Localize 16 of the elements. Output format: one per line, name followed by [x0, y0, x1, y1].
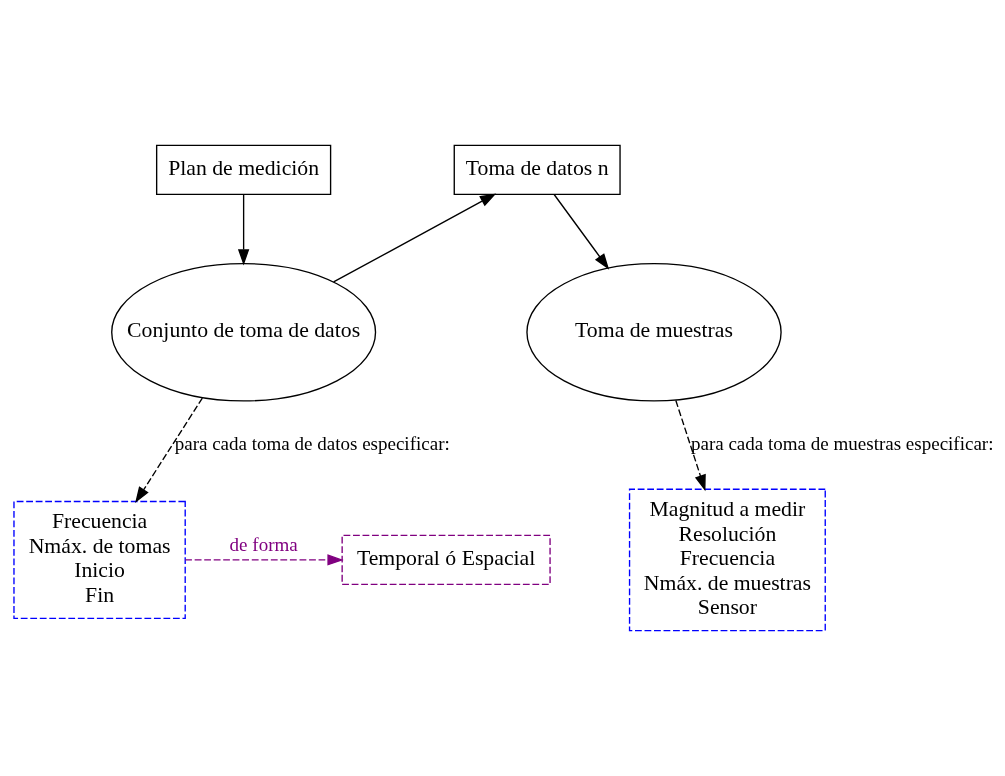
node-ellipse: Toma de muestras — [526, 263, 782, 402]
arrow — [237, 193, 250, 266]
edge-label: para cada toma de datos especificar: — [174, 433, 450, 455]
arrow — [184, 554, 344, 566]
node-box: Plan de medición — [156, 144, 332, 196]
edge-label: para cada toma de muestras especificar: — [690, 433, 994, 455]
node-box: Temporal ó Espacial — [341, 534, 551, 586]
arrow — [675, 399, 706, 492]
arrow — [332, 193, 497, 283]
node-box: Toma de datos n — [453, 144, 621, 196]
arrow — [553, 193, 610, 270]
node-ellipse: Conjunto de toma de datos — [111, 263, 377, 402]
edge-label: de forma — [229, 533, 298, 555]
node-box: Magnitud a medir Resolución Frecuencia Nmáx. de muestras Sensor — [628, 488, 826, 632]
node-box: Frecuencia Nmáx. de tomas Inicio Fin — [13, 500, 186, 619]
arrow — [135, 397, 204, 504]
